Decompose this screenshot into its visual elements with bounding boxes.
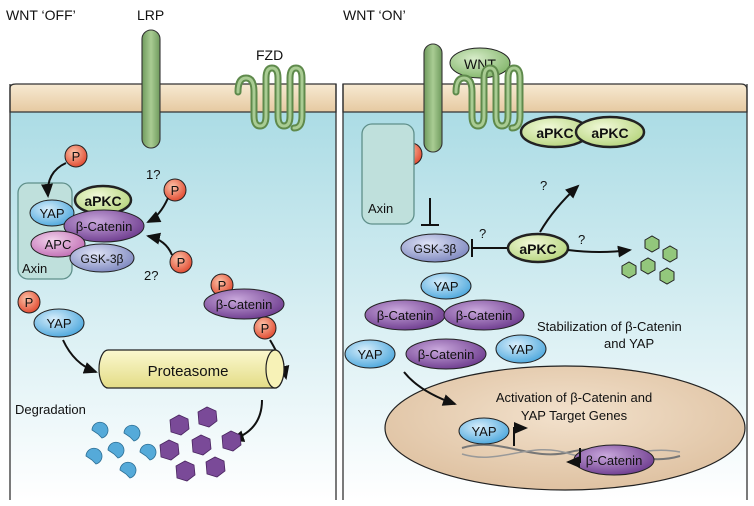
apc-label-left: APC <box>45 237 72 252</box>
yap-fragments <box>85 421 157 479</box>
yap-right-3 <box>495 334 547 364</box>
arrow-into-nucleus <box>403 371 457 406</box>
yap-right-3-label: YAP <box>508 342 533 357</box>
phospho-yap-free <box>17 290 41 314</box>
proteasome-end <box>265 349 285 389</box>
yap-right-1 <box>420 272 472 300</box>
panel-title-off: WNT ‘OFF’ <box>6 7 76 23</box>
question-right: ? <box>578 232 585 247</box>
degradation-label: Degradation <box>15 402 86 417</box>
yap-right-2-label: YAP <box>357 347 382 362</box>
apc-left <box>30 230 86 258</box>
lrp-receptor-right <box>423 43 443 153</box>
activation-label-1: Activation of β-Catenin and <box>496 390 652 405</box>
axin-right <box>361 123 415 225</box>
transcription-arrow-bcat <box>566 448 581 468</box>
cell-membrane-right <box>342 83 748 113</box>
arrow-phospho-one <box>146 197 169 223</box>
yap-nucleus <box>458 417 510 445</box>
bcatenin-right-3 <box>405 338 487 370</box>
phospho-yap-free-label: P <box>25 295 34 310</box>
bcatenin-right-1-label: β-Catenin <box>377 308 434 323</box>
bcatenin-left-complex <box>63 209 145 243</box>
bcatenin-left-free <box>203 288 285 320</box>
panel-wnt-on: WNT ‘ON’ P WNT aPKC aPKC Axin GSK-3β ? a… <box>342 7 748 500</box>
yap-left-free <box>33 308 85 338</box>
question-up: ? <box>540 178 547 193</box>
yap-right-1-label: YAP <box>433 279 458 294</box>
panel-title-on: WNT ‘ON’ <box>343 7 406 23</box>
gsk3b-label-left: GSK-3β <box>81 252 124 266</box>
fzd-label: FZD <box>256 47 283 63</box>
bcatenin-label-free: β-Catenin <box>216 297 273 312</box>
apkc-cytoplasm-label: aPKC <box>519 241 556 257</box>
phospho-top-left-label: P <box>72 149 81 164</box>
phospho-top-left <box>64 144 88 168</box>
yap-nucleus-label: YAP <box>471 424 496 439</box>
apkc-membrane-2-label: aPKC <box>591 125 628 141</box>
apkc-label-left: aPKC <box>84 193 121 209</box>
arrow-apkc-right <box>567 245 632 258</box>
axin-label-right: Axin <box>368 201 393 216</box>
bcatenin-right-2 <box>443 299 525 331</box>
bcatenin-label-complex: β-Catenin <box>76 219 133 234</box>
apkc-target-fragments <box>621 235 678 285</box>
gsk3b-label-right: GSK-3β <box>414 242 457 256</box>
yap-label-complex: YAP <box>39 206 64 221</box>
axin-label-left: Axin <box>22 261 47 276</box>
apkc-cytoplasm <box>506 232 570 264</box>
arrow-phospho-two <box>146 232 173 256</box>
phospho-bcat-bottom <box>253 316 277 340</box>
apkc-membrane-1-label: aPKC <box>536 125 573 141</box>
gsk3b-left <box>69 243 135 273</box>
arrow-phospho-to-yap <box>41 162 67 198</box>
yap-right-2 <box>344 339 396 369</box>
question-one: 1? <box>146 167 160 182</box>
lrp-receptor <box>141 29 161 149</box>
question-two: 2? <box>144 268 158 283</box>
phospho-one-label: P <box>171 183 180 198</box>
cytoplasm-left <box>10 100 336 500</box>
apkc-membrane-2 <box>574 115 646 149</box>
stabilization-label-1: Stabilization of β-Catenin <box>537 319 682 334</box>
proteasome-label: Proteasome <box>148 363 229 380</box>
activation-label-2: YAP Target Genes <box>521 408 628 423</box>
bcatenin-fragments <box>159 406 242 482</box>
panel-wnt-off: WNT ‘OFF’ LRP FZD Axin YAP aPKC β-Cateni… <box>6 7 337 500</box>
phospho-two <box>169 250 193 274</box>
arrow-apkc-up <box>539 184 580 233</box>
phospho-one <box>163 178 187 202</box>
phospho-bcat-top-label: P <box>218 278 227 293</box>
gsk3b-right <box>400 233 470 263</box>
transcription-arrow-yap <box>513 422 528 446</box>
lrp-label: LRP <box>137 7 164 23</box>
arrow-yap-to-proteasome <box>62 339 98 374</box>
question-gsk: ? <box>479 226 486 241</box>
yap-left-complex <box>29 199 75 227</box>
phospho-bcat-bottom-label: P <box>261 321 270 336</box>
phospho-two-label: P <box>177 255 186 270</box>
yap-label-free: YAP <box>46 316 71 331</box>
stabilization-label-2: and YAP <box>604 336 654 351</box>
nucleus <box>384 365 746 491</box>
bcatenin-right-3-label: β-Catenin <box>418 347 475 362</box>
bcatenin-nucleus-label: β-Catenin <box>586 453 643 468</box>
bcatenin-right-2-label: β-Catenin <box>456 308 513 323</box>
